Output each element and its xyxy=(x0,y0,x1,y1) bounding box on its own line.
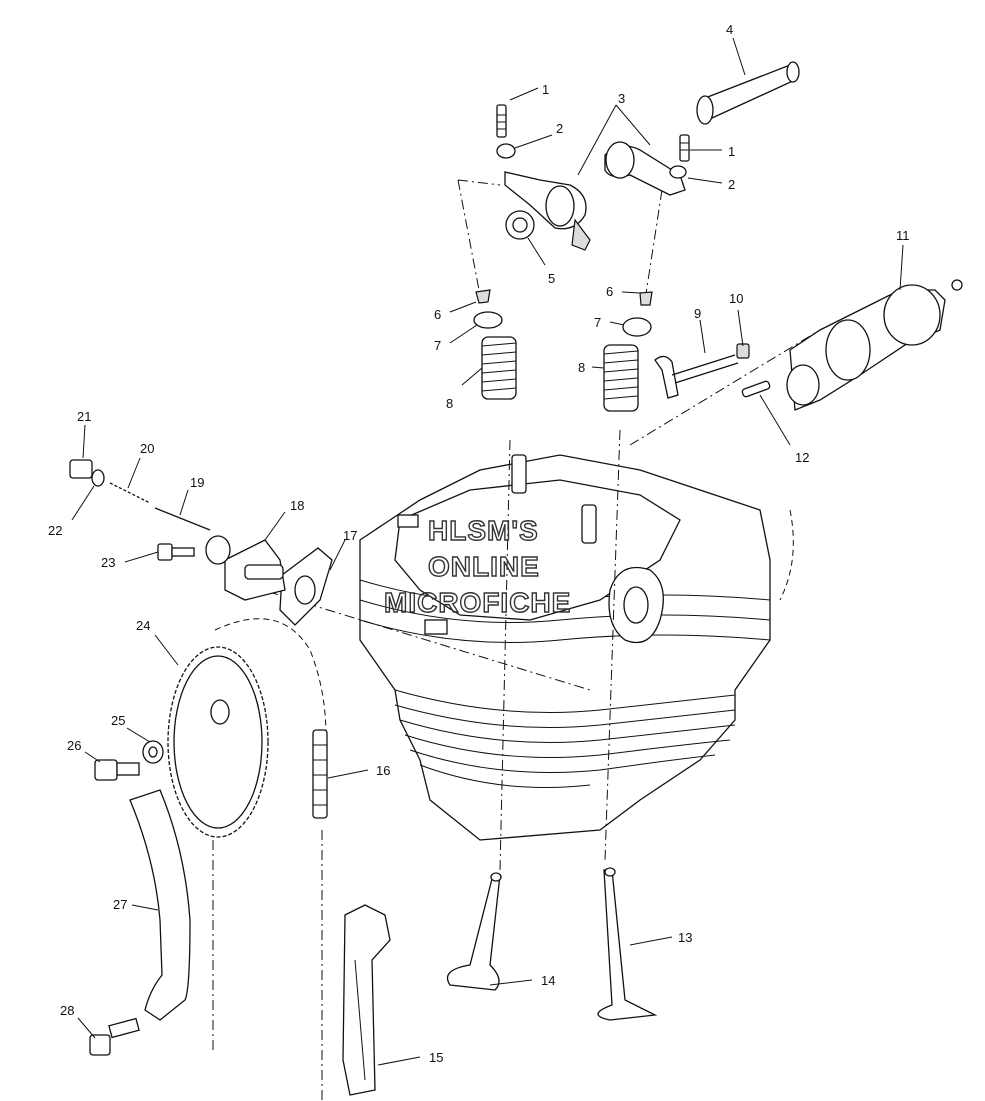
valve-stem-top-a xyxy=(511,454,527,494)
decompression-lever-9 xyxy=(654,354,739,399)
tensioner-rod-19 xyxy=(154,507,211,531)
callout-5: 5 xyxy=(548,271,555,286)
camshaft-11 xyxy=(786,279,963,411)
watermark-line-2: ONLINE xyxy=(428,551,540,582)
sprocket-bolt-26 xyxy=(94,759,140,781)
chain-guide-27 xyxy=(129,789,191,1021)
callout-7-right: 7 xyxy=(594,315,601,330)
callout-28: 28 xyxy=(60,1003,74,1018)
callout-21: 21 xyxy=(77,409,91,424)
adjuster-screw-1a xyxy=(496,104,507,138)
callout-15: 15 xyxy=(429,1050,443,1065)
callout-7-left: 7 xyxy=(434,338,441,353)
callout-13: 13 xyxy=(678,930,692,945)
tensioner-bolt-21 xyxy=(69,459,93,479)
valve-keeper-6b xyxy=(639,291,653,306)
valve-spring-8a xyxy=(481,336,517,400)
callout-11: 11 xyxy=(896,228,910,243)
locknut-2a xyxy=(496,143,516,159)
locknut-2b xyxy=(669,165,687,179)
callout-6-left: 6 xyxy=(434,307,441,322)
callout-labels: 1 1 2 2 3 4 5 6 6 7 7 8 8 9 10 11 12 13 … xyxy=(48,22,910,1065)
rocker-arm-right xyxy=(604,141,686,196)
tensioner-mount-bolt-23 xyxy=(157,543,195,561)
chain-guide-15 xyxy=(342,904,391,1096)
callout-9: 9 xyxy=(694,306,701,321)
cam-sprocket-24 xyxy=(167,646,269,838)
callout-16: 16 xyxy=(376,763,390,778)
callout-2-upper: 2 xyxy=(556,121,563,136)
adjuster-screw-1b xyxy=(679,134,690,162)
watermark: HLSM'S ONLINE MICROFICHE xyxy=(383,514,571,618)
valve-keeper-6a xyxy=(475,289,491,304)
callout-26: 26 xyxy=(67,738,81,753)
callout-10: 10 xyxy=(729,291,743,306)
callout-23: 23 xyxy=(101,555,115,570)
callout-14: 14 xyxy=(541,973,555,988)
watermark-line-1: HLSM'S xyxy=(428,515,539,546)
dowel-pin-12 xyxy=(741,380,771,398)
callout-2-right: 2 xyxy=(728,177,735,192)
callout-18: 18 xyxy=(290,498,304,513)
callout-8-left: 8 xyxy=(446,396,453,411)
cylinder-head xyxy=(359,454,771,841)
callout-22: 22 xyxy=(48,523,62,538)
rocker-shaft xyxy=(696,61,800,125)
callout-8-right: 8 xyxy=(578,360,585,375)
cam-chain-16 xyxy=(312,729,328,819)
callout-25: 25 xyxy=(111,713,125,728)
spring-retainer-7a xyxy=(473,311,503,329)
callout-1-right: 1 xyxy=(728,144,735,159)
callout-4: 4 xyxy=(726,22,733,37)
callout-19: 19 xyxy=(190,475,204,490)
watermark-line-3: MICROFICHE xyxy=(384,587,571,618)
callout-20: 20 xyxy=(140,441,154,456)
tensioner-spring-20 xyxy=(109,482,151,504)
decompression-spring-10 xyxy=(736,343,750,359)
callout-27: 27 xyxy=(113,897,127,912)
guide-bolt-28 xyxy=(89,1017,140,1056)
cam-chain-tensioner-18 xyxy=(205,535,286,601)
intake-valve-14 xyxy=(446,872,502,991)
valve-spring-8b xyxy=(603,344,639,412)
tensioner-gasket-17 xyxy=(279,547,333,626)
callout-6-right: 6 xyxy=(606,284,613,299)
exhaust-valve-13 xyxy=(597,867,658,1021)
callout-17: 17 xyxy=(343,528,357,543)
washer-5 xyxy=(505,210,535,240)
callout-12: 12 xyxy=(795,450,809,465)
rocker-arm-left xyxy=(504,171,591,251)
callout-24: 24 xyxy=(136,618,150,633)
callout-3: 3 xyxy=(618,91,625,106)
valve-stem-top-b xyxy=(581,504,597,544)
callout-1-upper: 1 xyxy=(542,82,549,97)
callout-leaders xyxy=(71,37,904,1066)
spring-retainer-7b xyxy=(622,317,652,337)
sprocket-washer-25 xyxy=(142,740,164,764)
o-ring-22 xyxy=(91,469,105,487)
